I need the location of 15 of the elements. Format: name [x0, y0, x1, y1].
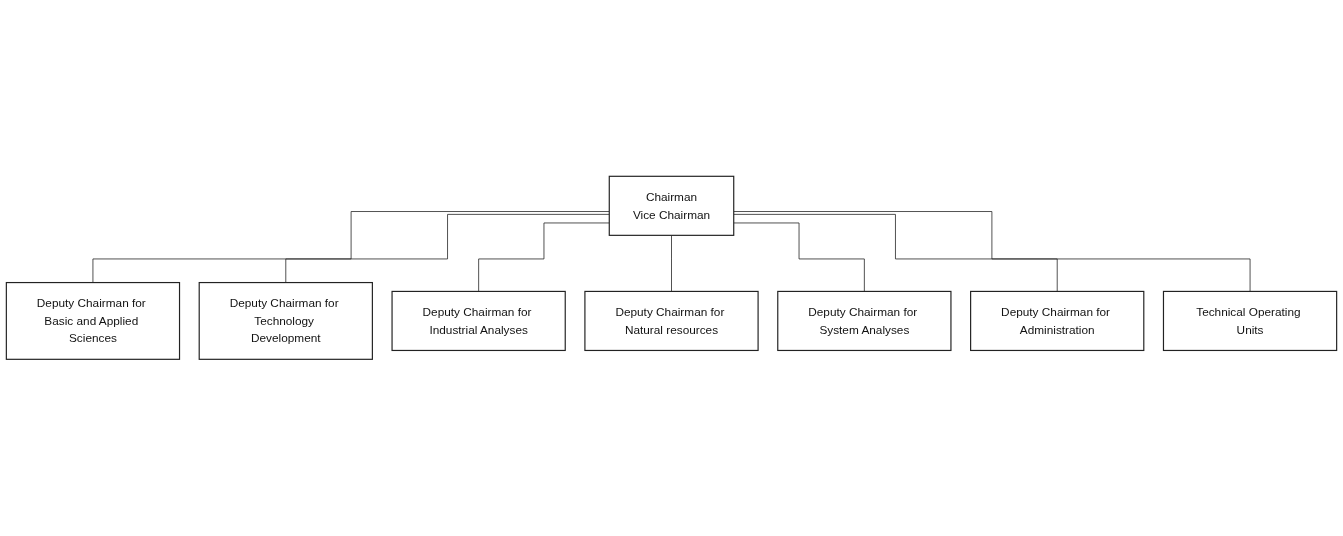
connector — [733, 214, 1058, 292]
node-box: Deputy Chairman for Administration — [970, 291, 1145, 352]
node-box: Deputy Chairman for Technology Development — [198, 282, 373, 361]
node-box: Chairman Vice Chairman — [608, 175, 735, 237]
connector — [733, 211, 1251, 292]
node-box: Deputy Chairman for Basic and Applied Sciences — [5, 282, 181, 361]
node-box: Deputy Chairman for System Analyses — [777, 291, 952, 352]
connector — [733, 222, 865, 292]
connector — [478, 222, 610, 292]
node-box: Deputy Chairman for Natural resources — [584, 291, 759, 352]
connector — [671, 235, 672, 292]
node-box: Deputy Chairman for Industrial Analyses — [391, 291, 566, 352]
node-box: Technical Operating Units — [1162, 291, 1338, 352]
connector — [285, 214, 610, 284]
connector — [92, 211, 610, 284]
